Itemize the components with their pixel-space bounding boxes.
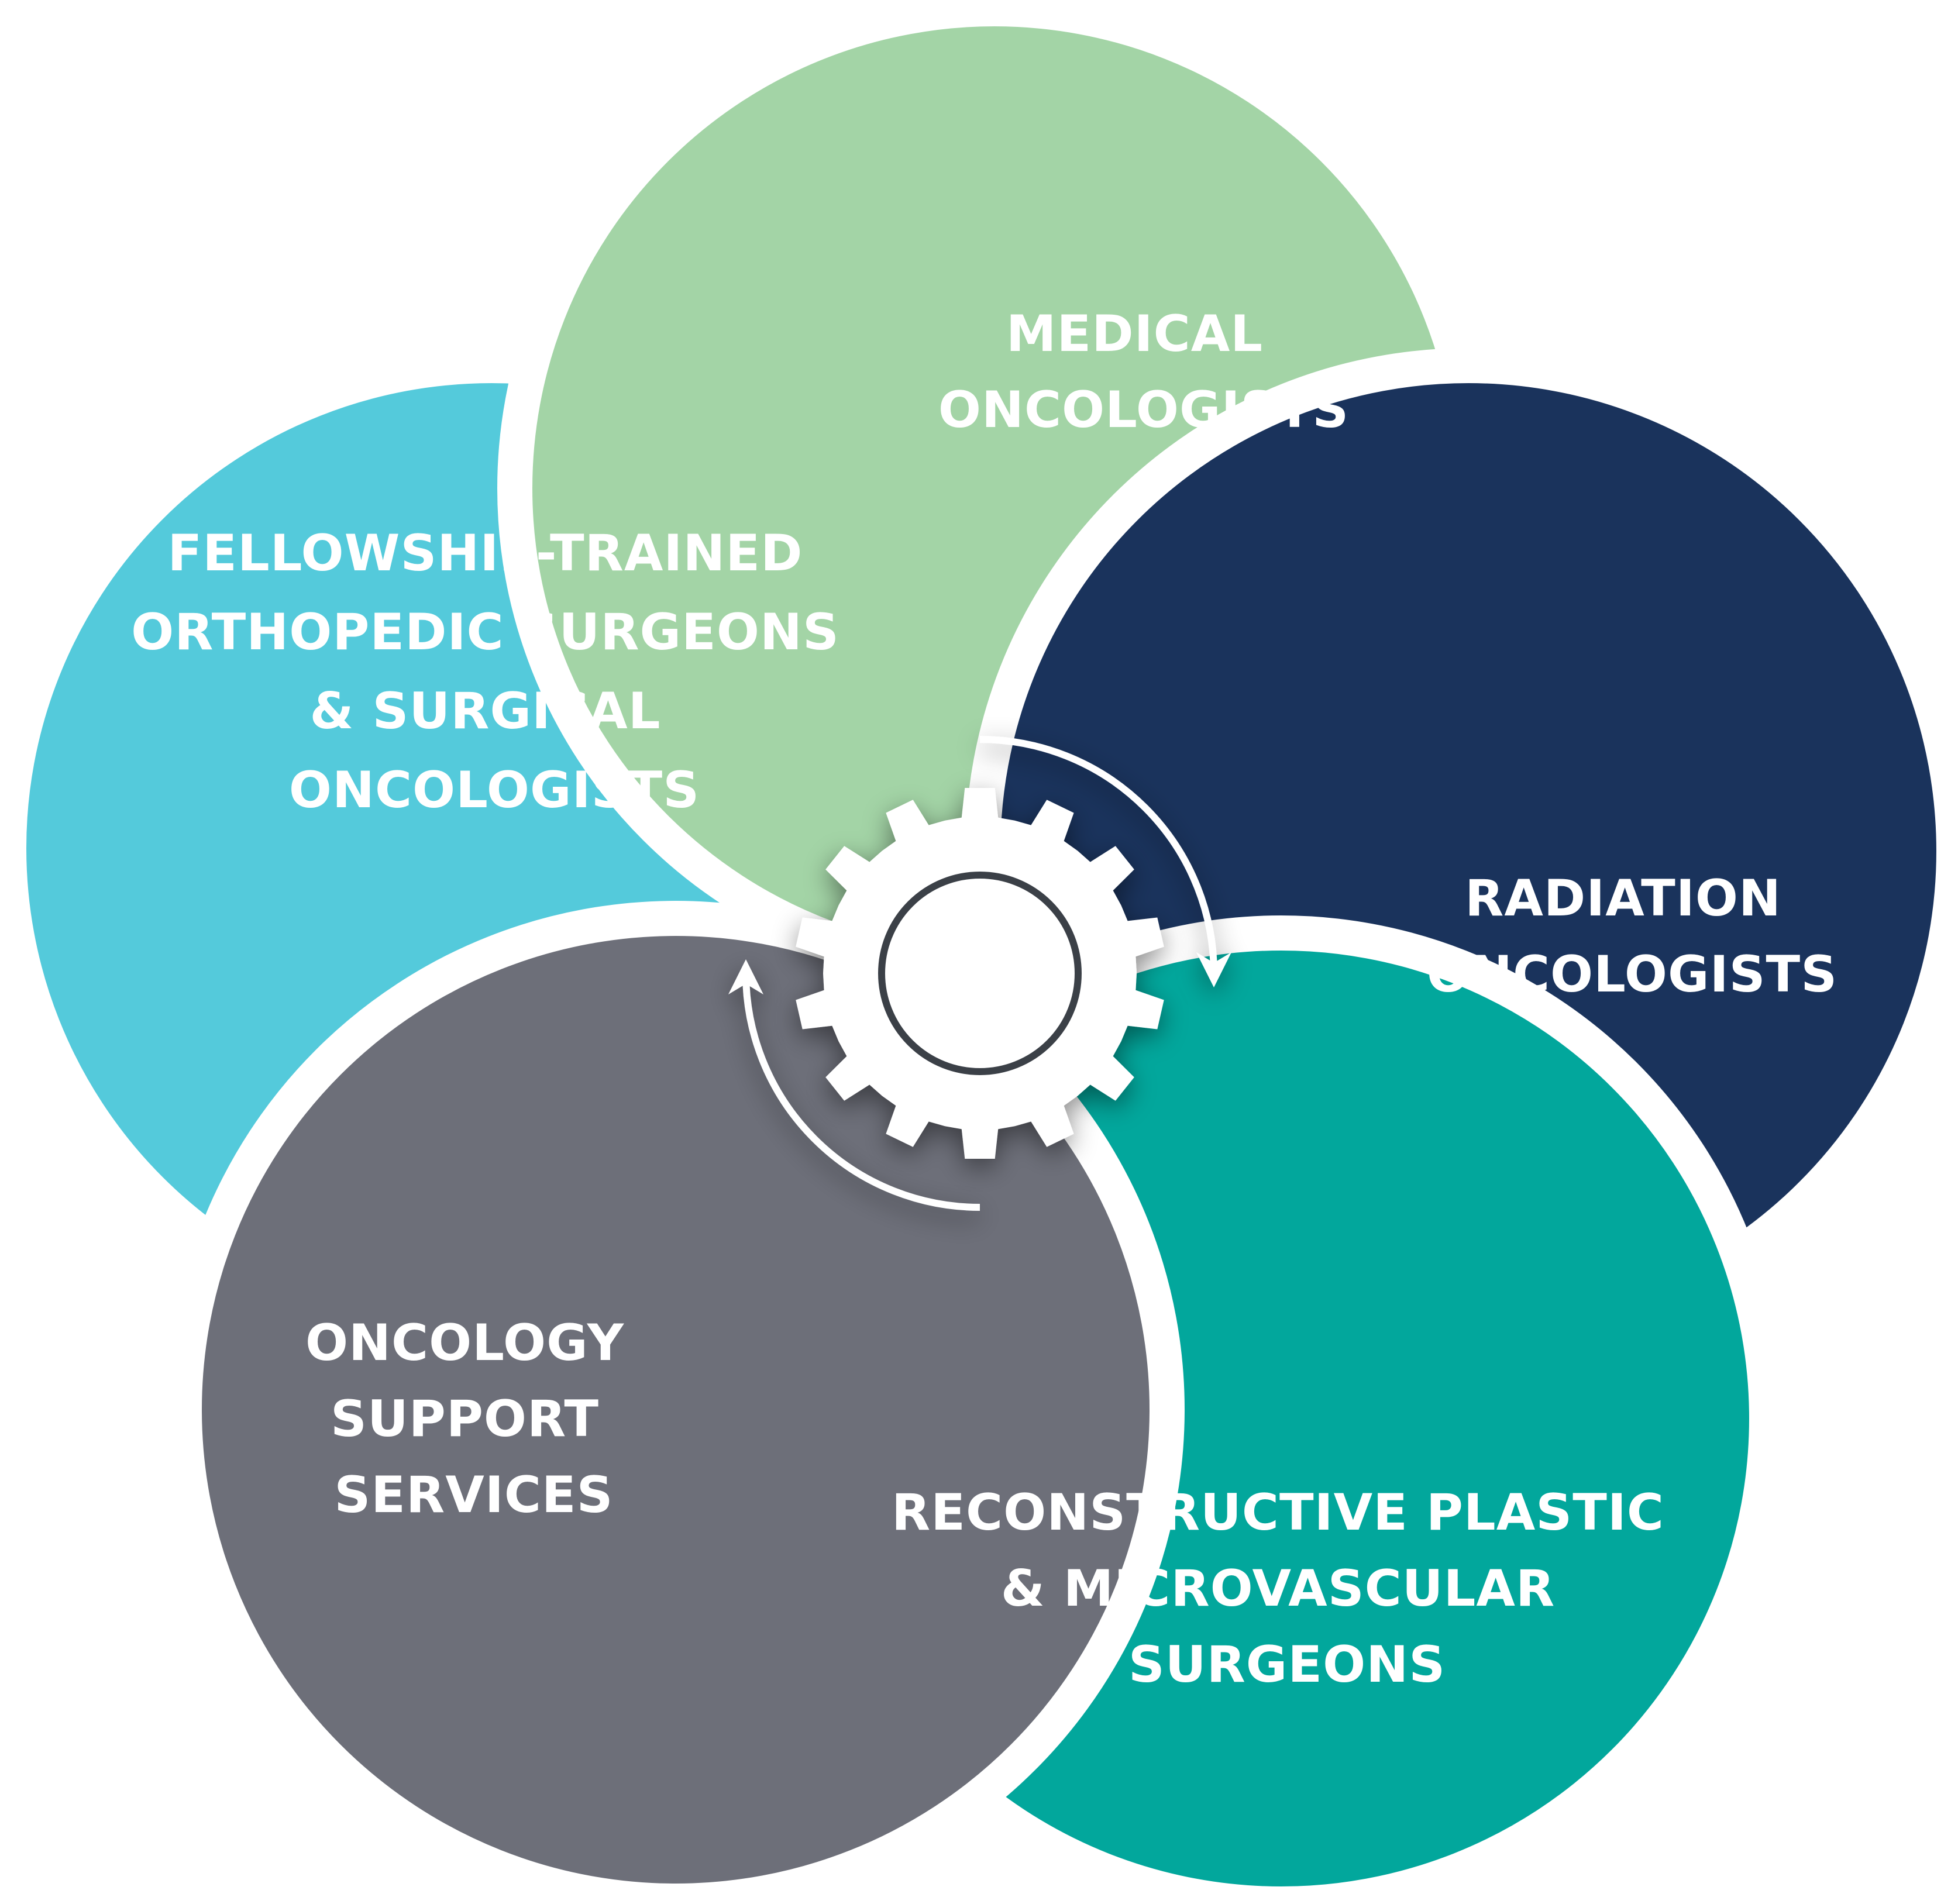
- label-line: ONCOLOGISTS: [289, 761, 700, 820]
- gear-inner-ring: [878, 872, 1082, 1075]
- circular-arrows-icon: [728, 736, 1231, 1211]
- label-line: MEDICAL: [1006, 305, 1263, 363]
- label-line: ONCOLOGY: [305, 1314, 625, 1372]
- arrow-bottom-left: [728, 959, 980, 1211]
- label-line: RADIATION: [1465, 869, 1781, 928]
- label-line: ONCOLOGISTS: [1427, 945, 1837, 1004]
- label-line: & MICROVASCULAR: [1001, 1559, 1555, 1618]
- label-line: SURGEONS: [1128, 1636, 1446, 1694]
- label-support: ONCOLOGY SUPPORT SERVICES: [305, 1314, 642, 1524]
- petal-support: [167, 901, 1185, 1904]
- label-orthopedic: FELLOWSHIP-TRAINED ORTHOPEDIC SURGEONS &…: [131, 524, 858, 820]
- label-line: RECONSTRUCTIVE PLASTIC: [892, 1483, 1664, 1542]
- label-line: SERVICES: [334, 1466, 613, 1524]
- petal-labels: MEDICAL ONCOLOGISTS RADIATION ONCOLOGIST…: [131, 305, 1837, 1694]
- arrow-top-right: [979, 736, 1231, 987]
- label-line: FELLOWSHIP-TRAINED: [168, 524, 803, 583]
- label-line: ONCOLOGISTS: [938, 381, 1349, 439]
- label-line: & SURGICAL: [310, 682, 661, 741]
- label-line: ORTHOPEDIC SURGEONS: [131, 603, 839, 662]
- gear-icon: [796, 788, 1164, 1159]
- label-medical: MEDICAL ONCOLOGISTS: [938, 305, 1349, 439]
- label-radiation: RADIATION ONCOLOGISTS: [1427, 869, 1837, 1004]
- label-reconstructive: RECONSTRUCTIVE PLASTIC & MICROVASCULAR S…: [892, 1483, 1682, 1694]
- label-line: SUPPORT: [331, 1390, 599, 1448]
